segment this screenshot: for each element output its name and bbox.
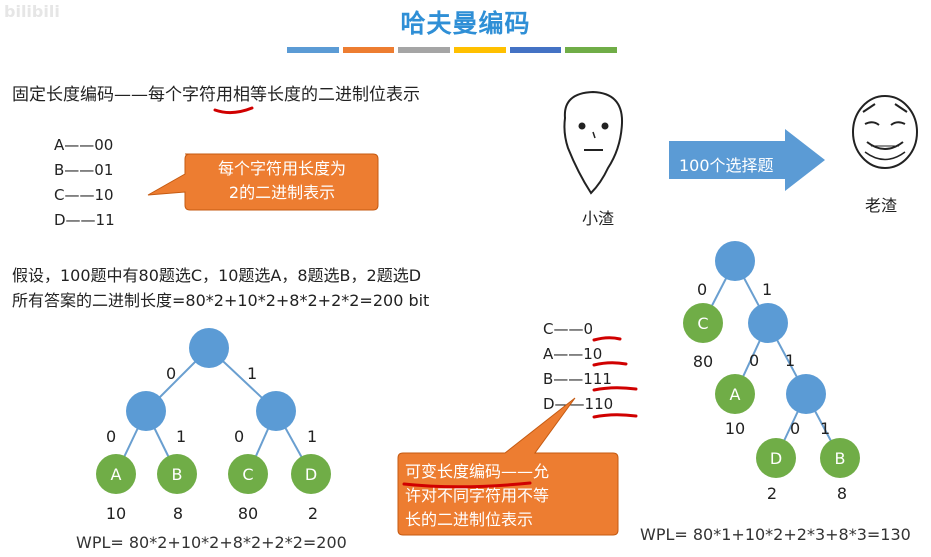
fixed-code-d: D——11 [54, 211, 115, 229]
edge-label: 1 [762, 280, 772, 299]
handwritten-underline-mark [402, 481, 532, 489]
fixed-code-a: A——00 [54, 136, 114, 154]
arrow-label: 100个选择题 [679, 156, 774, 175]
fixed-callout-line: 2的二进制表示 [228, 183, 336, 202]
leaf-weight: 2 [308, 504, 318, 523]
title-color-bar [287, 47, 618, 53]
handwritten-underline-mark [213, 106, 254, 115]
variable-callout-line: 许对不同字符用不等 [405, 486, 550, 505]
comic-left-label: 小渣 [582, 209, 615, 228]
variable-callout-line: 可变长度编码——允 [405, 462, 550, 481]
edge-label: 1 [820, 419, 830, 438]
assumption-line-2: 所有答案的二进制长度=80*2+10*2+8*2+2*2=200 bit [12, 291, 430, 310]
fixed-callout-text: 每个字符用长度为 2的二进制表示 [192, 157, 372, 205]
handwritten-code-underlines [592, 336, 638, 419]
leaf-weight: 8 [173, 504, 183, 523]
color-bar-segment [509, 47, 562, 53]
var-code-d: D——110 [543, 395, 614, 413]
color-bar-segment [287, 47, 339, 53]
edge-label: 0 [697, 280, 707, 299]
tree-leaf [715, 374, 755, 414]
tree-node [786, 374, 826, 414]
fixed-length-heading: 固定长度编码——每个字符用相等长度的二进制位表示 [12, 85, 420, 105]
tree-leaf [820, 438, 860, 478]
fixed-code-c: C——10 [54, 186, 114, 204]
assumption-line-1: 假设，100题中有80题选C，10题选A，8题选B，2题选D [12, 266, 422, 285]
color-bar-segment [398, 47, 451, 53]
edge-label: 0 [234, 427, 244, 446]
fixed-callout-shape [147, 153, 379, 211]
red-underline-mark [592, 386, 638, 392]
var-code-a: A——10 [543, 345, 603, 363]
leaf-weight: 8 [837, 484, 847, 503]
tree-node [189, 328, 229, 368]
bilibili-watermark-logo: bilibili [4, 2, 60, 21]
leaf-label: A [730, 385, 741, 404]
smug-face-icon [852, 95, 918, 169]
var-code-c: C——0 [543, 320, 594, 338]
edge-label: 1 [247, 364, 257, 383]
red-underline-mark [592, 336, 622, 342]
slide-title: 哈夫曼编码 [400, 9, 531, 38]
var-code-b: B——111 [543, 370, 612, 388]
leaf-label: A [111, 465, 122, 484]
left-wpl: WPL= 80*2+10*2+8*2+2*2=200 [76, 533, 347, 552]
tree-node [715, 241, 755, 281]
edge-label: 1 [176, 427, 186, 446]
leaf-label: D [305, 465, 317, 484]
leaf-weight: 10 [725, 419, 745, 438]
tree-leaf [96, 454, 136, 494]
fixed-callout-line: 每个字符用长度为 [217, 159, 346, 178]
red-underline-mark [592, 413, 638, 419]
tree-node [748, 303, 788, 343]
color-bar-segment [454, 47, 506, 53]
color-bar-segment [342, 47, 395, 53]
right-wpl: WPL= 80*1+10*2+2*3+8*3=130 [640, 525, 911, 544]
edge-label: 0 [166, 364, 176, 383]
leaf-label: C [697, 314, 708, 333]
variable-callout-shape [397, 397, 619, 536]
leaf-label: D [770, 449, 782, 468]
edge-label: 0 [106, 427, 116, 446]
tree-node [256, 391, 296, 431]
leaf-label: C [242, 465, 253, 484]
leaf-weight: 2 [767, 484, 777, 503]
red-underline-mark [592, 361, 628, 367]
leaf-label: B [172, 465, 183, 484]
edge-label: 0 [790, 419, 800, 438]
leaf-weight: 80 [693, 352, 713, 371]
tree-leaf [756, 438, 796, 478]
color-bar-segment [565, 47, 618, 53]
edge-label: 0 [749, 351, 759, 370]
leaf-weight: 80 [238, 504, 258, 523]
edge-label: 1 [785, 351, 795, 370]
derp-face-icon [563, 90, 624, 195]
edge-label: 1 [307, 427, 317, 446]
leaf-label: B [835, 449, 846, 468]
tree-leaf [291, 454, 331, 494]
comic-right-label: 老渣 [865, 196, 898, 215]
tree-node [126, 391, 166, 431]
variable-callout-text: 可变长度编码——允 许对不同字符用不等 长的二进制位表示 [405, 460, 620, 532]
leaf-weight: 10 [106, 504, 126, 523]
tree-leaf [683, 303, 723, 343]
fixed-code-b: B——01 [54, 161, 114, 179]
variable-callout-line: 长的二进制位表示 [405, 510, 534, 529]
right-arrow-shape [669, 129, 825, 191]
tree-leaf [157, 454, 197, 494]
tree-leaf [228, 454, 268, 494]
